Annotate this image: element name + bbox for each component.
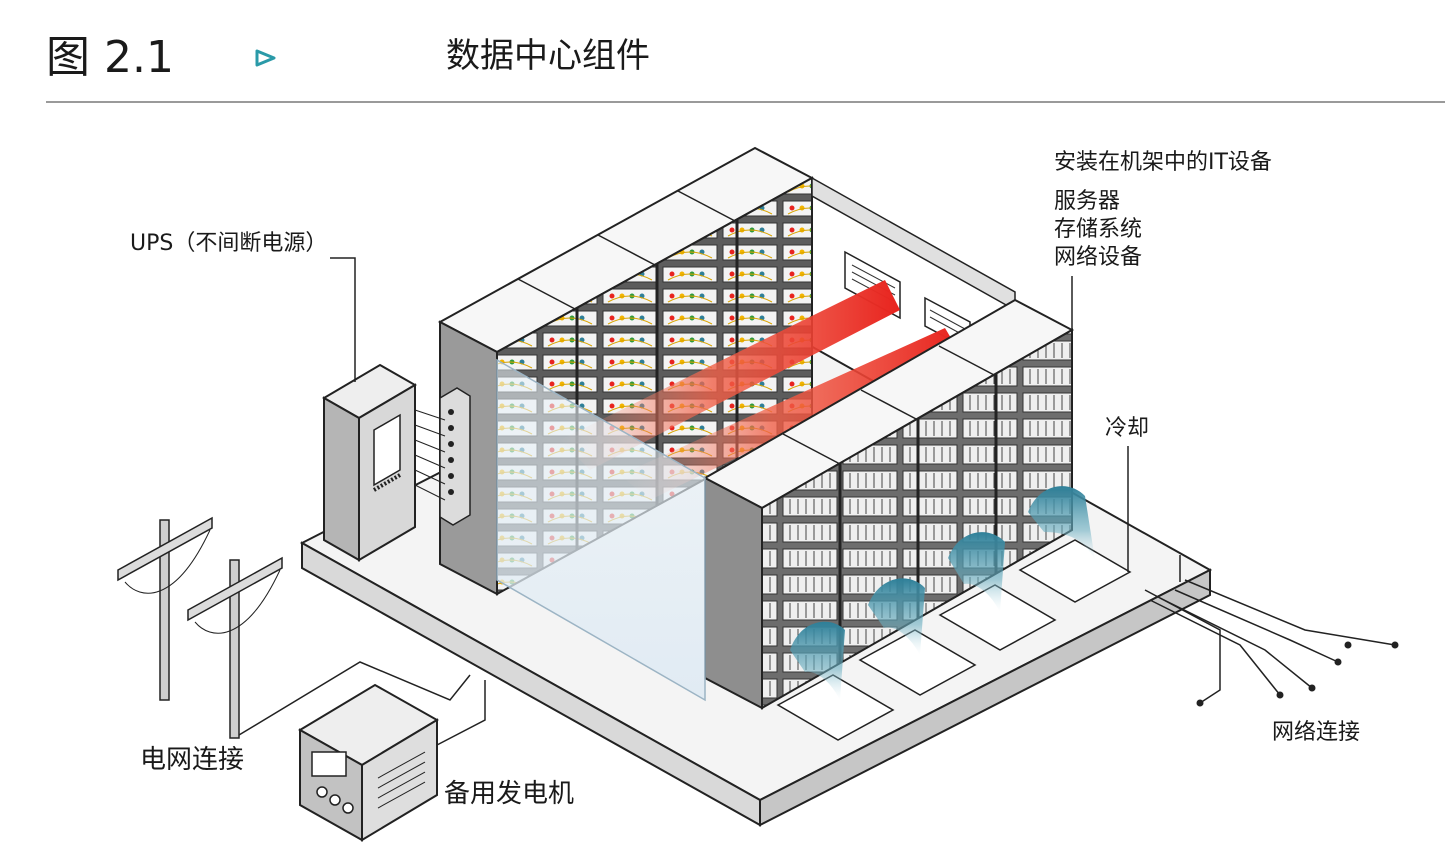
- label-leader-lines: [330, 257, 1129, 572]
- grid-connection-label: 电网连接: [140, 745, 245, 775]
- glass-containment-panel: [496, 358, 706, 702]
- it-equipment-list: 服务器 存储系统 网络设备: [1054, 188, 1142, 272]
- cool-air-flow: [790, 486, 1095, 700]
- figure-number: 图 2.1: [46, 32, 174, 83]
- ups-label: UPS（不间断电源）: [130, 231, 328, 256]
- backup-generator: [298, 680, 486, 842]
- it-item-storage: 存储系统: [1054, 217, 1143, 242]
- front-rack-row: [702, 298, 1075, 710]
- it-item-servers: 服务器: [1054, 189, 1121, 214]
- backup-generator-label: 备用发电机: [444, 779, 575, 809]
- figure-title: 数据中心组件: [446, 36, 650, 76]
- cooling-label: 冷却: [1105, 416, 1150, 441]
- network-cables: [1144, 579, 1399, 707]
- ups-cabinet: [322, 363, 441, 562]
- it-item-network: 网络设备: [1054, 245, 1143, 270]
- utility-poles: [117, 516, 471, 739]
- header-divider: [46, 101, 1445, 103]
- floor-vent-tiles: [776, 539, 1132, 741]
- network-connection-label: 网络连接: [1272, 720, 1361, 745]
- triangle-right-icon: [255, 49, 276, 67]
- rear-wall: [811, 176, 1016, 312]
- it-equipment-label: 安装在机架中的IT设备: [1054, 150, 1272, 175]
- hot-air-flow: [560, 280, 958, 500]
- power-distribution-unit: [414, 387, 471, 526]
